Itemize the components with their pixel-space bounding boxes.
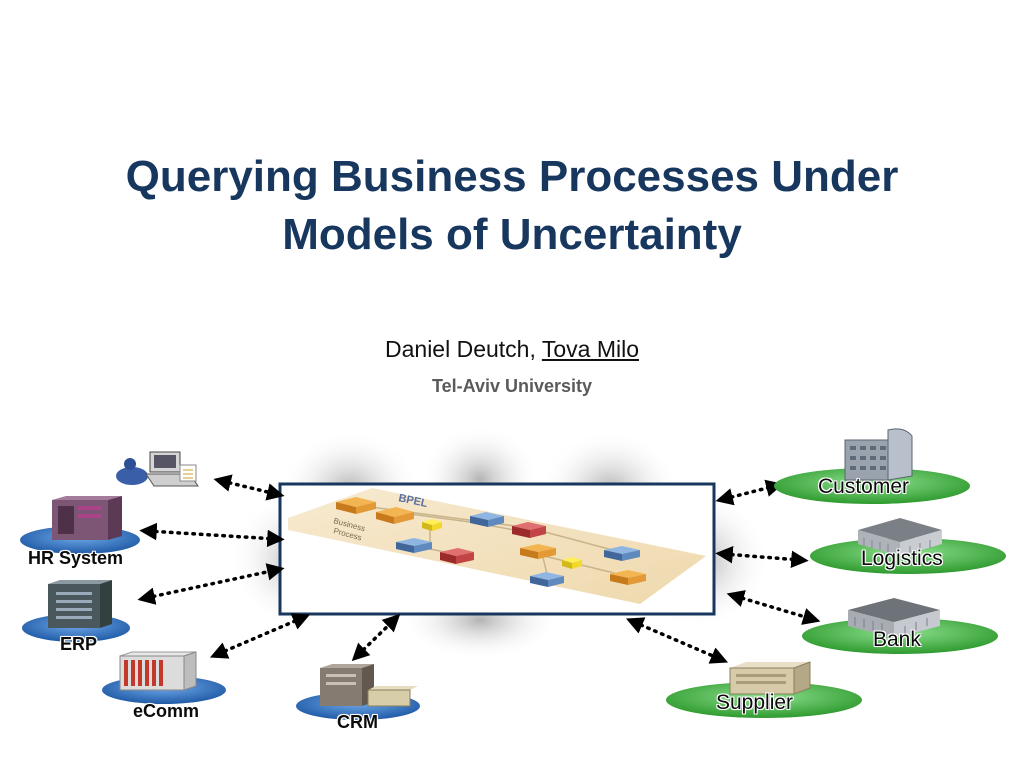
logistics-label: Logistics xyxy=(861,547,943,570)
slide-title: Querying Business Processes Under Models… xyxy=(0,148,1024,264)
customer-disc xyxy=(774,468,970,504)
title-line-1: Querying Business Processes Under xyxy=(125,152,899,201)
erp-node xyxy=(22,580,130,642)
server-tower-icon xyxy=(52,496,122,540)
rack-server-icon xyxy=(48,580,112,628)
logistics-node xyxy=(810,518,1006,574)
customer-node xyxy=(774,428,970,504)
supplier-server-icon xyxy=(729,661,811,695)
block-blue-4 xyxy=(530,572,564,587)
connectors xyxy=(137,474,821,664)
block-orange-1 xyxy=(336,497,376,514)
connector-bank xyxy=(726,590,821,625)
connector-customer xyxy=(715,479,784,506)
block-yellow-2 xyxy=(562,557,582,569)
server-with-drive-icon xyxy=(320,664,418,707)
bank-building-icon xyxy=(848,598,940,638)
bank-label: Bank xyxy=(873,628,921,651)
crm-label: CRM xyxy=(337,712,378,732)
block-blue-2 xyxy=(396,538,432,553)
ecomm-label: eComm xyxy=(133,701,200,721)
connector-logistics xyxy=(715,545,809,569)
user-computer-icon xyxy=(116,451,199,487)
workstation-node xyxy=(116,451,199,487)
business-process-box: BPEL Business Process xyxy=(278,482,716,616)
connector-crm xyxy=(351,613,401,662)
office-building-icon xyxy=(844,428,913,481)
block-red-1 xyxy=(512,522,546,538)
connector-supplier xyxy=(625,617,729,664)
title-line-2: Models of Uncertainty xyxy=(282,210,742,259)
logistics-disc xyxy=(810,538,1006,574)
warehouse-icon xyxy=(858,518,942,556)
authors: Daniel Deutch, Tova Milo xyxy=(0,336,1024,363)
block-orange-2 xyxy=(376,507,414,524)
hr-system-node xyxy=(20,496,140,554)
bank-node xyxy=(802,598,998,654)
storage-array-icon xyxy=(119,651,197,691)
block-yellow-1 xyxy=(422,519,442,531)
supplier-node xyxy=(666,661,862,718)
process-activity-blocks xyxy=(336,497,646,587)
block-orange-4 xyxy=(610,570,646,585)
author-milo: Tova Milo xyxy=(541,336,639,362)
connector-erp xyxy=(137,563,285,605)
ecomm-node xyxy=(102,651,226,704)
supplier-disc xyxy=(666,682,862,718)
block-blue-1 xyxy=(470,512,504,527)
supplier-label: Supplier xyxy=(716,691,794,714)
block-blue-3 xyxy=(604,546,640,561)
customer-label: Customer xyxy=(818,475,910,498)
block-orange-3 xyxy=(520,544,556,559)
connector-workstation xyxy=(213,474,285,501)
connector-hr xyxy=(139,522,285,548)
block-red-2 xyxy=(440,548,474,564)
author-deutch: Daniel Deutch, xyxy=(385,336,536,362)
crm-node xyxy=(296,664,420,720)
connector-ecomm xyxy=(209,613,311,659)
affiliation: Tel-Aviv University xyxy=(431,376,593,396)
erp-label: ERP xyxy=(60,634,98,654)
hr-system-label: HR System xyxy=(28,548,124,568)
